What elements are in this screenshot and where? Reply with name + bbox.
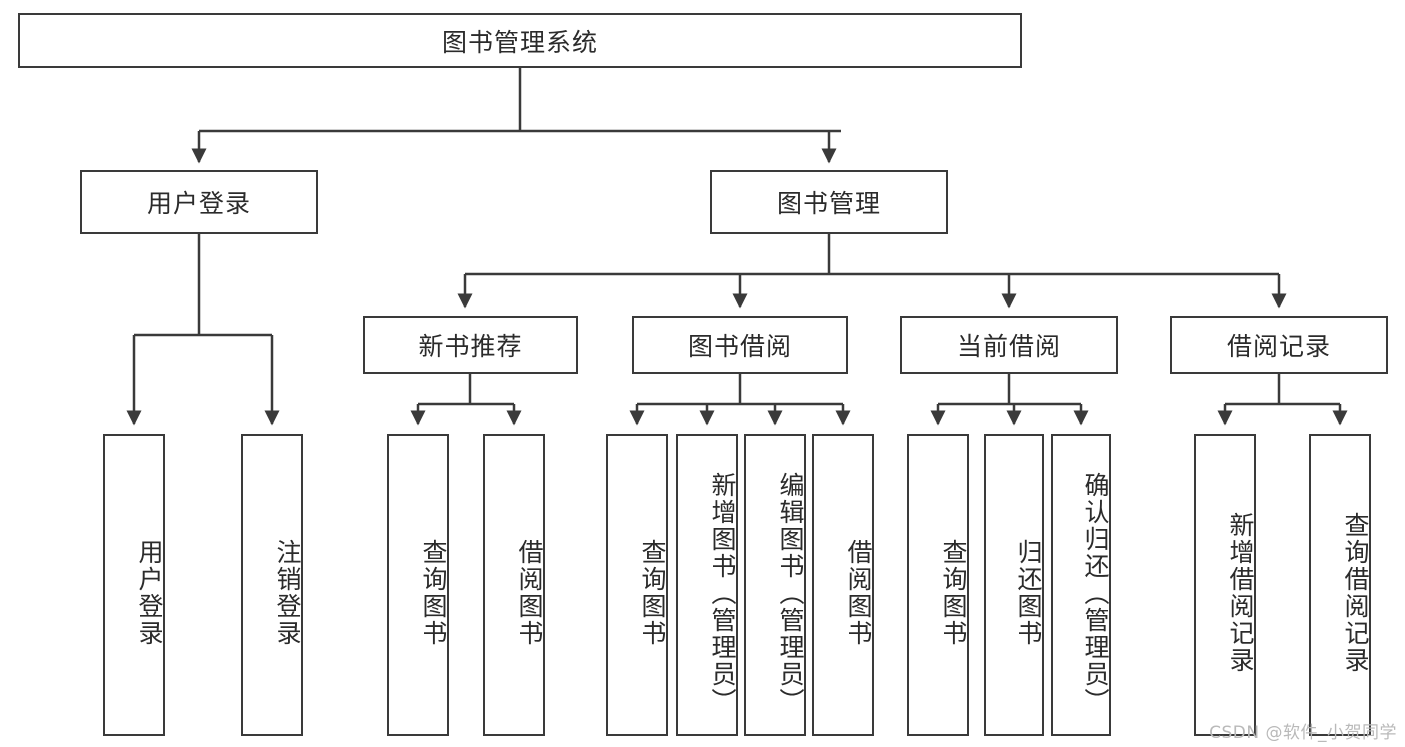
node-label: 借阅图书 (844, 539, 873, 647)
node-book-borrow[interactable]: 图书借阅 (632, 316, 848, 374)
node-label: 查询图书 (939, 539, 968, 647)
leaf-confirm-return-admin[interactable]: 确认归还（管理员） (1051, 434, 1111, 736)
leaf-add-book-admin[interactable]: 新增图书（管理员） (676, 434, 738, 736)
leaf-borrow-book[interactable]: 借阅图书 (812, 434, 874, 736)
node-label: 确认归还（管理员） (1081, 471, 1110, 715)
node-root-book-management-system[interactable]: 图书管理系统 (18, 13, 1022, 68)
node-label: 当前借阅 (956, 332, 1061, 361)
node-user-login[interactable]: 用户登录 (80, 170, 318, 234)
leaf-return-book[interactable]: 归还图书 (984, 434, 1044, 736)
node-label: 新增借阅记录 (1226, 512, 1255, 674)
node-borrow-record[interactable]: 借阅记录 (1170, 316, 1388, 374)
node-label: 查询图书 (419, 539, 448, 647)
node-label: 借阅记录 (1226, 332, 1331, 361)
node-label: 查询借阅记录 (1341, 512, 1370, 674)
node-label: 新书推荐 (418, 332, 523, 361)
node-label: 查询图书 (638, 539, 667, 647)
node-label: 图书管理 (776, 189, 881, 218)
node-label: 编辑图书（管理员） (776, 471, 805, 715)
node-label: 用户登录 (135, 539, 164, 647)
node-label: 用户登录 (146, 189, 251, 218)
node-label: 借阅图书 (515, 539, 544, 647)
leaf-edit-book-admin[interactable]: 编辑图书（管理员） (744, 434, 806, 736)
node-book-management[interactable]: 图书管理 (710, 170, 948, 234)
node-label: 图书借阅 (687, 332, 792, 361)
node-current-borrow[interactable]: 当前借阅 (900, 316, 1118, 374)
node-label: 归还图书 (1014, 539, 1043, 647)
node-label: 注销登录 (273, 539, 302, 647)
leaf-borrow-book-recommend[interactable]: 借阅图书 (483, 434, 545, 736)
leaf-add-borrow-record[interactable]: 新增借阅记录 (1194, 434, 1256, 736)
node-label: 新增图书（管理员） (708, 471, 737, 715)
leaf-query-book-recommend[interactable]: 查询图书 (387, 434, 449, 736)
leaf-query-book-current[interactable]: 查询图书 (907, 434, 969, 736)
leaf-query-borrow-record[interactable]: 查询借阅记录 (1309, 434, 1371, 736)
node-new-book-recommend[interactable]: 新书推荐 (363, 316, 578, 374)
leaf-user-logout[interactable]: 注销登录 (241, 434, 303, 736)
leaf-query-book-borrow[interactable]: 查询图书 (606, 434, 668, 736)
node-label: 图书管理系统 (441, 27, 598, 57)
leaf-user-login[interactable]: 用户登录 (103, 434, 165, 736)
